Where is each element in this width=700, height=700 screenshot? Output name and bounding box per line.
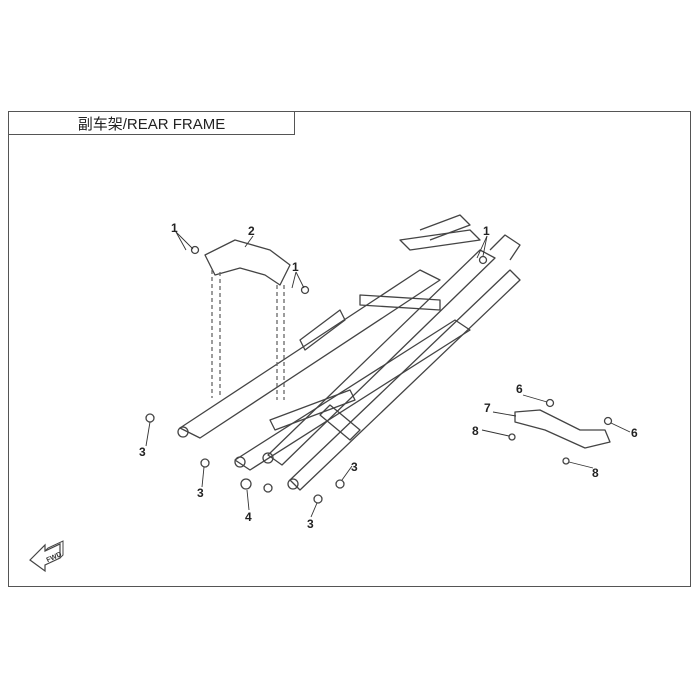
- leader-lines: [145, 231, 631, 518]
- callout-8: 8: [472, 424, 479, 438]
- diagram-frame: [8, 111, 691, 587]
- callout-3: 3: [351, 460, 358, 474]
- diagram-title: 副车架/REAR FRAME: [77, 115, 226, 133]
- callout-6: 6: [516, 382, 523, 396]
- fasteners: [145, 245, 613, 504]
- callout-2: 2: [248, 224, 255, 238]
- callout-7: 7: [484, 401, 491, 415]
- callout-3: 3: [197, 486, 204, 500]
- bracket-part-7: [514, 409, 611, 449]
- callout-1: 1: [292, 260, 299, 274]
- callout-4: 4: [245, 510, 252, 524]
- title-box: 副车架/REAR FRAME: [8, 111, 295, 135]
- rear-frame-part: [177, 214, 521, 491]
- callout-1: 1: [483, 224, 490, 238]
- callout-6: 6: [631, 426, 638, 440]
- forward-arrow-icon: FWD: [29, 540, 64, 573]
- callout-8: 8: [592, 466, 599, 480]
- bracket-part-2: [204, 239, 291, 286]
- callout-3: 3: [139, 445, 146, 459]
- callout-1: 1: [171, 221, 178, 235]
- callout-3: 3: [307, 517, 314, 531]
- guide-lines: [211, 270, 285, 400]
